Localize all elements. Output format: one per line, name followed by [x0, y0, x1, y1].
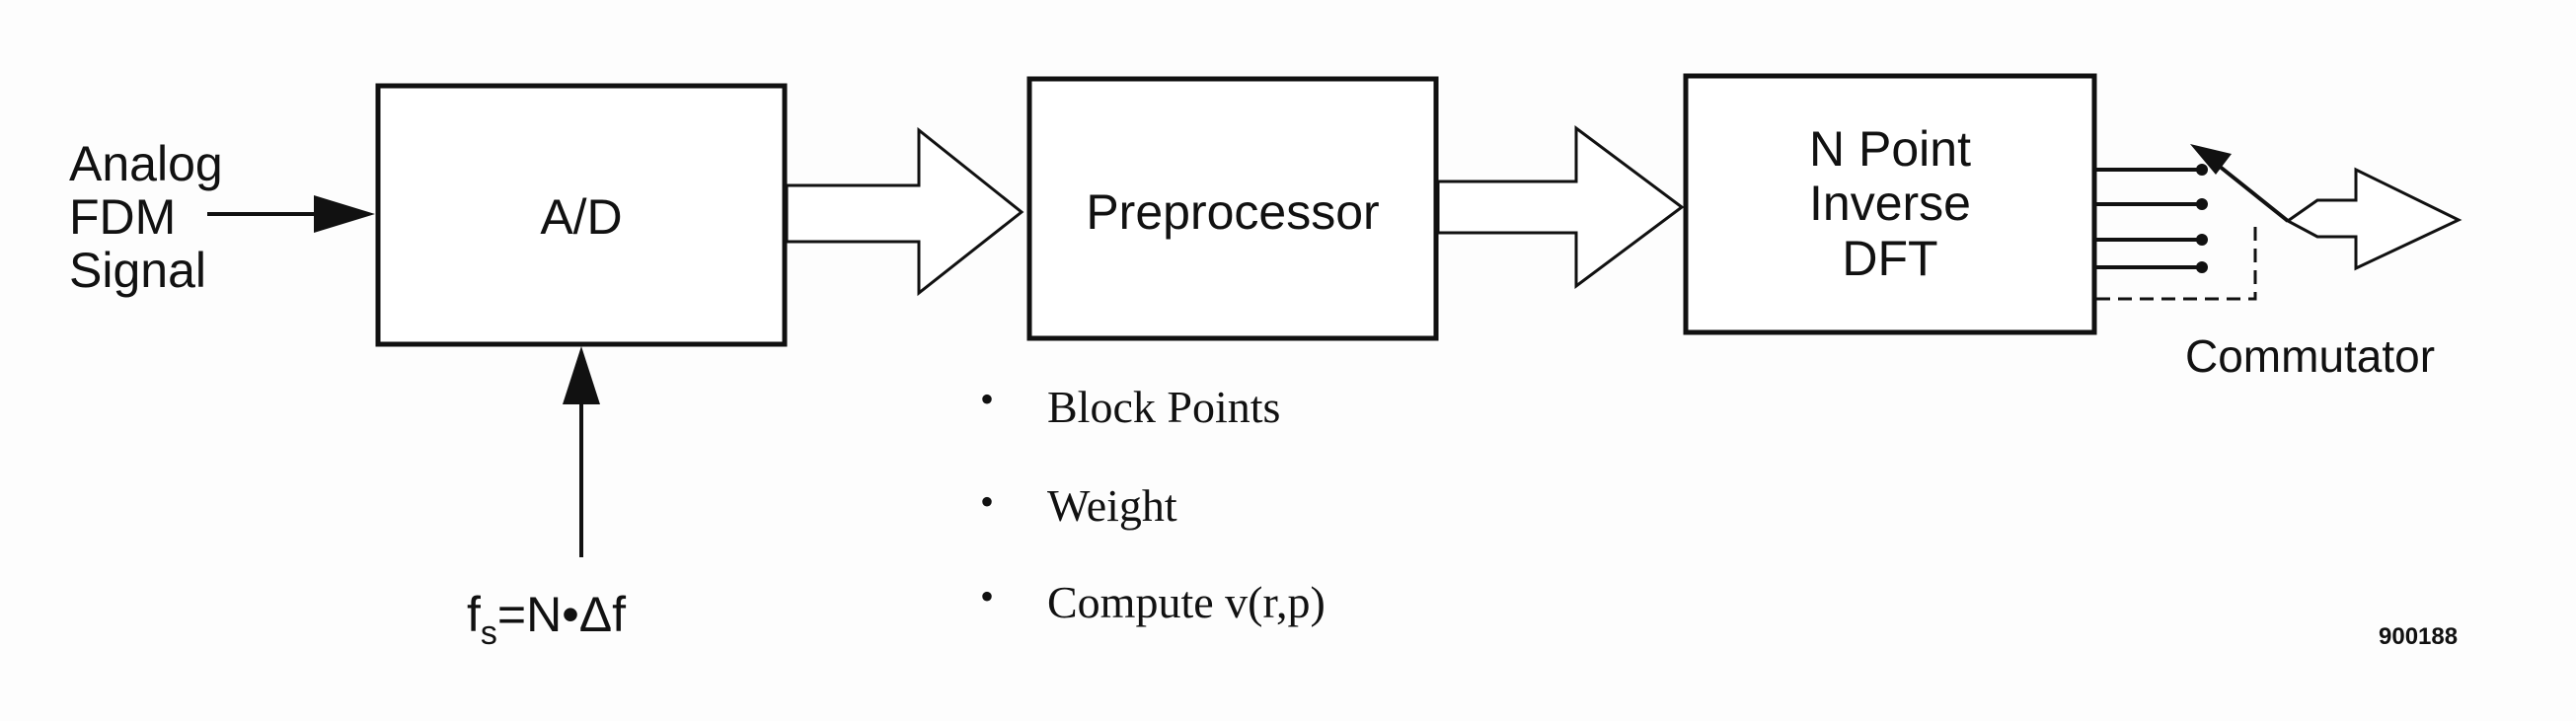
list-item: Compute v(r,p): [1047, 577, 1326, 627]
data-flow-arrow-2: [1436, 125, 1685, 289]
clock-arrow: [563, 346, 600, 557]
list-bullet: •: [980, 479, 994, 524]
commutator-switch: [2096, 144, 2290, 301]
input-label-line2: FDM: [69, 189, 176, 245]
ad-block-label: A/D: [540, 189, 622, 245]
output-arrow: [2285, 167, 2462, 271]
figure-id: 900188: [2379, 623, 2458, 650]
dft-block-label-line2: Inverse: [1809, 176, 1971, 231]
list-item: Weight: [1047, 480, 1177, 531]
ad-block: A/D: [375, 83, 788, 347]
sampling-frequency-label: fs=N•Δf: [467, 587, 626, 652]
list-bullet: •: [980, 574, 994, 618]
preprocessor-block: Preprocessor: [1026, 76, 1439, 341]
input-label: Analog FDM Signal: [69, 136, 223, 298]
dft-block-label-line1: N Point: [1809, 121, 1971, 177]
data-flow-arrow-1: [785, 126, 1024, 297]
preprocessor-steps-list: • Block Points • Weight • Compute v(r,p): [980, 377, 1326, 627]
list-item: Block Points: [1047, 382, 1280, 432]
dft-block: N Point Inverse DFT: [1683, 73, 2097, 335]
input-label-line1: Analog: [69, 136, 223, 191]
list-bullet: •: [980, 377, 994, 421]
commutator-label: Commutator: [2185, 330, 2435, 382]
dft-block-label-line3: DFT: [1842, 231, 1937, 286]
preprocessor-block-label: Preprocessor: [1086, 184, 1379, 240]
input-label-line3: Signal: [69, 243, 206, 298]
input-arrow: [207, 195, 375, 233]
